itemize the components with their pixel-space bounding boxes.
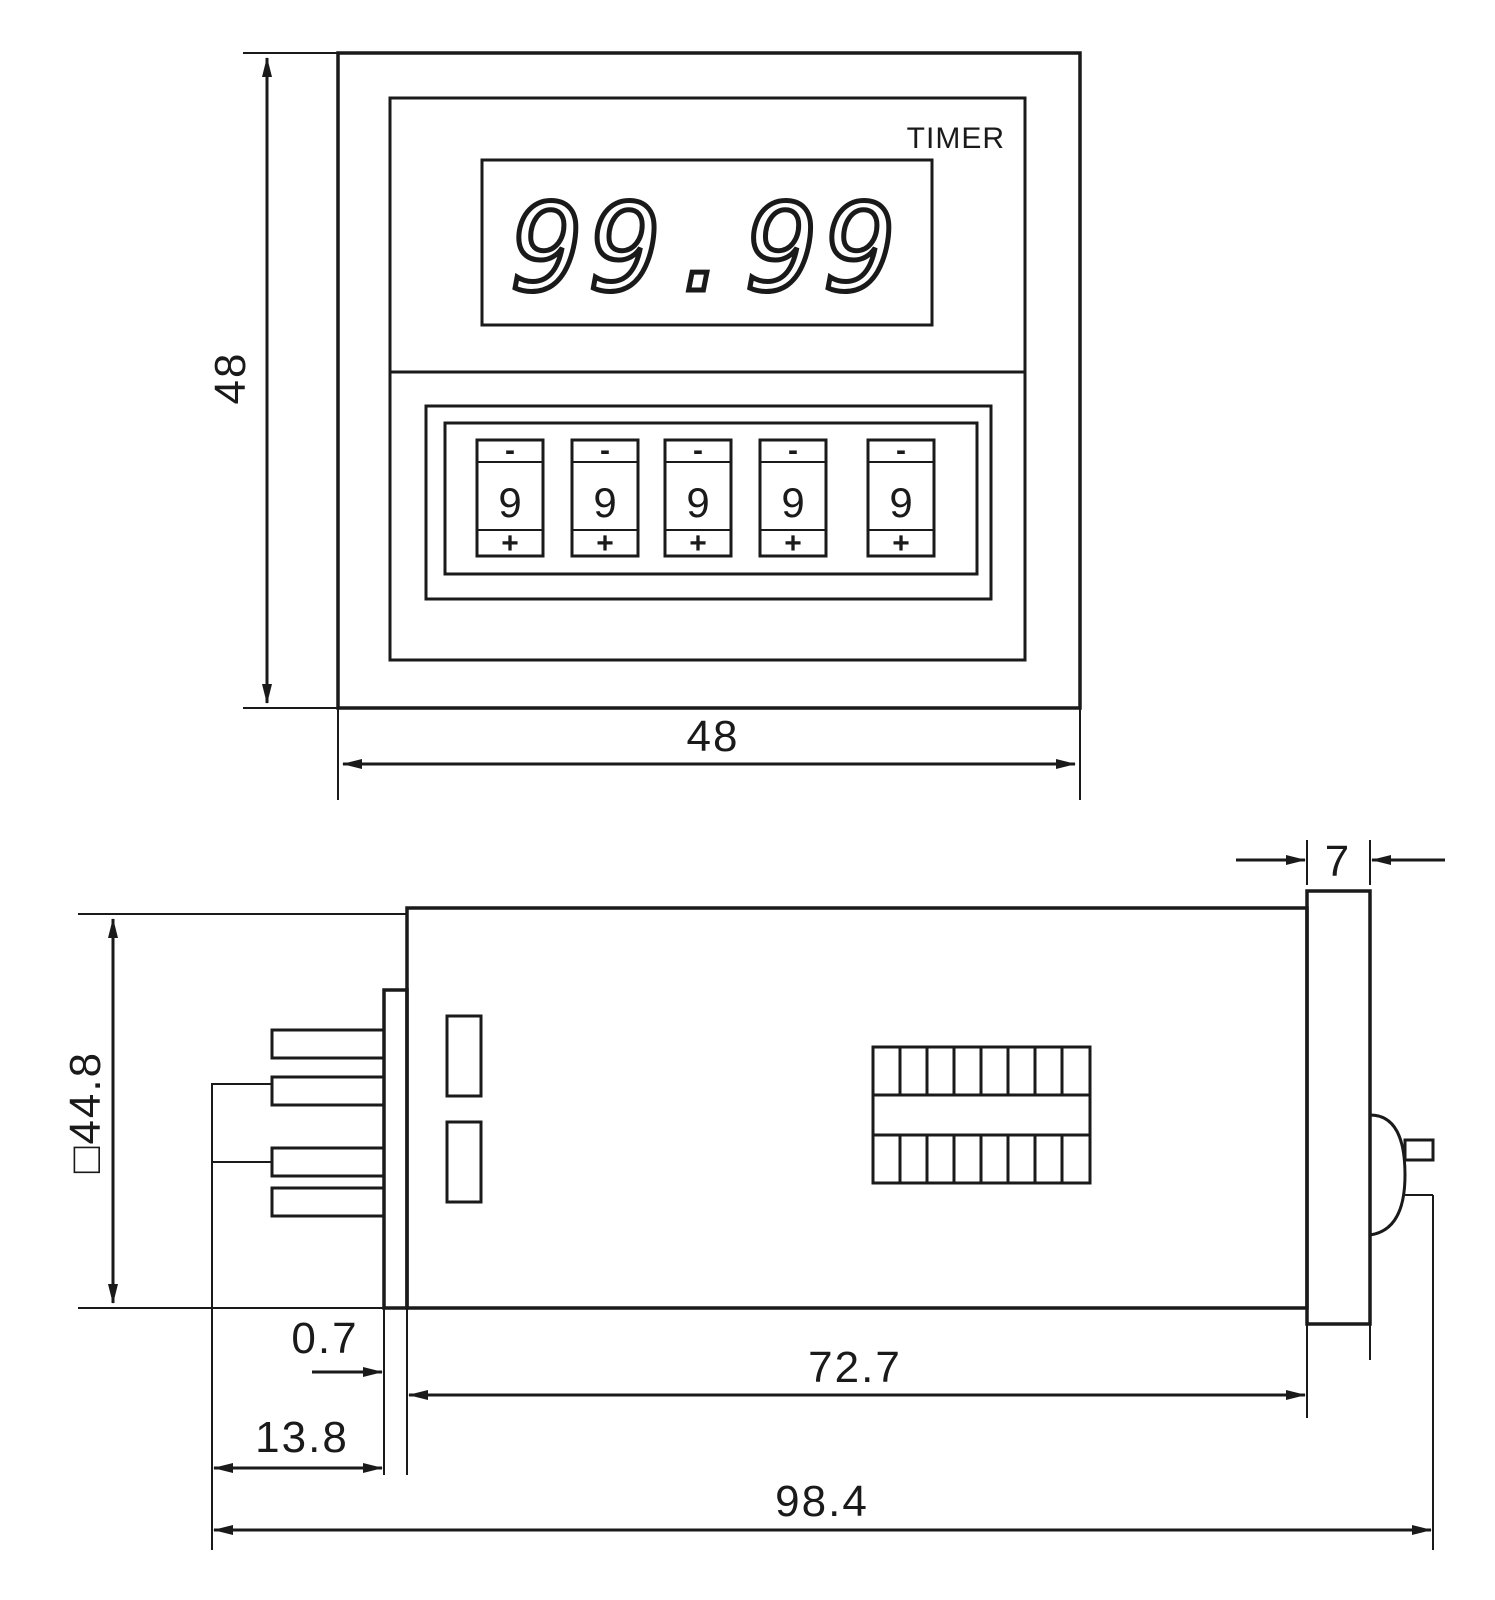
thumbwheel-minus-button[interactable]: - bbox=[693, 434, 703, 467]
thumbwheel-minus-button[interactable]: - bbox=[505, 434, 515, 467]
dim-socket-label: 13.8 bbox=[255, 1413, 349, 1462]
thumbwheel-frame-outer bbox=[424, 404, 993, 601]
thumbwheel-digit: 9 bbox=[889, 479, 912, 526]
thumbwheel-digit: 9 bbox=[781, 479, 804, 526]
thumbwheel-body bbox=[570, 438, 640, 558]
dim-total-label: 98.4 bbox=[775, 1477, 869, 1526]
thumbwheel-body bbox=[475, 438, 545, 558]
knob-stem bbox=[1403, 1138, 1435, 1162]
thumbwheel-plus-button[interactable]: + bbox=[892, 527, 910, 560]
thumbwheel-digit: 9 bbox=[498, 479, 521, 526]
pin-lead-line bbox=[211, 1083, 272, 1550]
thumbwheel-body bbox=[758, 438, 828, 558]
socket-pin bbox=[270, 1028, 386, 1060]
display-readout: 99.99 bbox=[511, 180, 902, 319]
thumbwheel-plus-button[interactable]: + bbox=[784, 527, 802, 560]
thumbwheel-minus-button[interactable]: - bbox=[600, 434, 610, 467]
thumbwheel-digit: 9 bbox=[686, 479, 709, 526]
socket-pin bbox=[270, 1146, 386, 1178]
dim-thickness-label: 7 bbox=[1325, 837, 1351, 886]
thumbwheel-body bbox=[663, 438, 733, 558]
display-window bbox=[480, 158, 934, 327]
thumbwheel-switch[interactable]: - 9+ bbox=[475, 434, 545, 560]
dim-square-label: □44.8 bbox=[61, 1051, 110, 1173]
dim-body-label: 72.7 bbox=[808, 1343, 902, 1392]
thumbwheel-body bbox=[866, 438, 936, 558]
front-flange bbox=[1305, 889, 1372, 1326]
vent-slots bbox=[898, 1047, 1064, 1183]
dim-gap-label: 0.7 bbox=[291, 1314, 358, 1363]
rear-slot bbox=[445, 1014, 483, 1098]
thumbwheel-minus-button[interactable]: - bbox=[788, 434, 798, 467]
timer-body bbox=[405, 906, 1309, 1310]
thumbwheel-plus-button[interactable]: + bbox=[501, 527, 519, 560]
thumbwheel-switch[interactable]: - 9+ bbox=[663, 434, 733, 560]
dim-height-label: 48 bbox=[206, 352, 255, 405]
front-bezel-outline bbox=[336, 51, 1082, 710]
thumbwheel-minus-button[interactable]: - bbox=[896, 434, 906, 467]
thumbwheel-switch[interactable]: - 9+ bbox=[570, 434, 640, 560]
dim-width-label: 48 bbox=[687, 712, 740, 761]
thumbwheel-group: -9+-9+-9+-9+-9+ bbox=[475, 434, 936, 560]
thumbwheel-digit: 9 bbox=[593, 479, 616, 526]
thumbwheel-plus-button[interactable]: + bbox=[596, 527, 614, 560]
socket-pin bbox=[270, 1186, 386, 1218]
front-knob bbox=[1369, 1113, 1407, 1237]
socket-pin bbox=[270, 1075, 386, 1107]
front-view: TIMER 99.99 -9+-9+-9+-9+-9+ 48 48 bbox=[206, 51, 1082, 800]
thumbwheel-frame-inner bbox=[443, 421, 979, 576]
thumbwheel-plus-button[interactable]: + bbox=[689, 527, 707, 560]
timer-label: TIMER bbox=[907, 122, 1005, 155]
front-panel bbox=[388, 96, 1027, 662]
thumbwheel-switch[interactable]: - 9+ bbox=[866, 434, 936, 560]
thumbwheel-switch[interactable]: - 9+ bbox=[758, 434, 828, 560]
rear-slot bbox=[445, 1120, 483, 1204]
socket-plate bbox=[382, 988, 409, 1310]
side-view: □44.8 7 0.7 72.7 13.8 98.4 bbox=[61, 837, 1445, 1550]
